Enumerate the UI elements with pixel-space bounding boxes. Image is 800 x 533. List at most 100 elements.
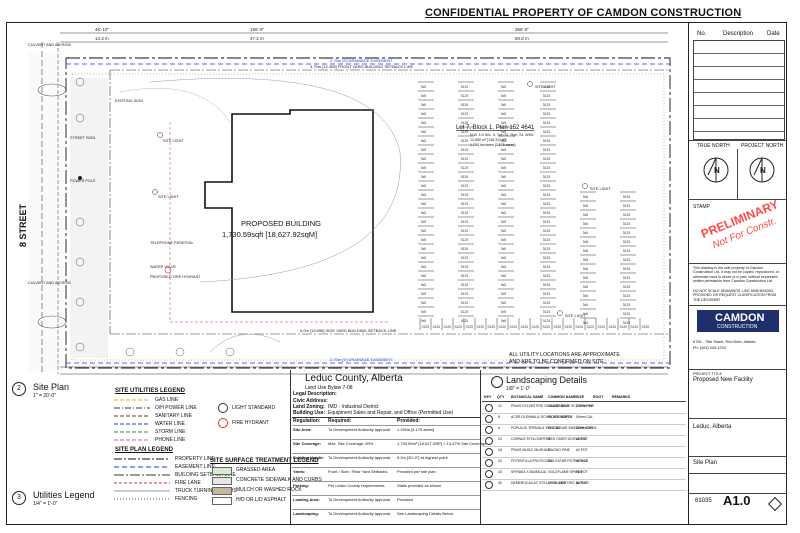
parking-stall-label: 5125 — [543, 247, 550, 251]
leduc-cell: To Development Authority approval — [328, 497, 391, 502]
label-site-light-4: SITE LIGHT — [590, 187, 611, 191]
parking-stall-label: 5125 — [461, 265, 468, 269]
parking-stall-label: 5x5 — [421, 85, 426, 89]
parking-stall-label: 5x5 — [421, 292, 426, 296]
site-plan-scale: 1" = 20'-0" — [33, 393, 56, 399]
landscape-cell: 6 — [498, 426, 500, 430]
landscape-cell: POPULUS TREMULA 'ERECTA' — [511, 426, 560, 430]
parking-stall-label: S125 — [631, 325, 639, 329]
parking-stall-label: 5125 — [461, 220, 468, 224]
leduc-cell: Site Area: — [293, 427, 312, 432]
surface-mulch: MULCH OR WASHED ROCK — [236, 487, 302, 493]
parking-stall-label: 5x5 — [583, 213, 588, 217]
parking-stall-label: S125 — [565, 325, 573, 329]
parking-stall-label: S125 — [576, 325, 584, 329]
landscape-cell: POTENTILLA FRUTICOSA — [511, 459, 553, 463]
parking-stall-label: 5125 — [623, 231, 630, 235]
landscape-header-cell: SIZE — [576, 395, 584, 399]
parking-stall-label: 5125 — [543, 112, 550, 116]
divider-right — [480, 370, 481, 524]
utility-item-gas: GAS LINE — [155, 397, 179, 403]
parking-stall-label: 5125 — [623, 213, 630, 217]
parking-stall-label: 5x5 — [501, 265, 506, 269]
rev-date-header: Date — [767, 31, 780, 37]
parking-stall-label: 5125 — [623, 276, 630, 280]
leduc-cell: Provided — [397, 497, 413, 502]
landscape-row-rule — [482, 424, 686, 425]
svg-text:N: N — [760, 166, 766, 175]
grass-swatch — [212, 467, 232, 475]
divider-left — [290, 370, 291, 524]
light-standard-icon — [218, 403, 228, 413]
scale-notice: DO NOT SCALE DRAWINGS. USE DIMENSIONS PR… — [693, 289, 777, 302]
utility-item-storm: STORM LINE — [155, 429, 186, 435]
parking-stall-label: 5x5 — [501, 319, 506, 323]
label-culvert-2: CULVERT AND 6M ROW — [28, 281, 71, 285]
plant-symbol-icon — [485, 404, 493, 412]
leduc-cell: Front / Side / Rear Yard Setbacks — [328, 469, 388, 474]
parking-stall-label: 5125 — [623, 312, 630, 316]
parking-stall-label: 5x5 — [421, 166, 426, 170]
parking-stall-label: 5x5 — [501, 283, 506, 287]
fire-hydrant-label: FIRE HYDRANT — [232, 420, 269, 426]
asphalt-swatch — [212, 497, 232, 505]
drawing-frame — [6, 22, 787, 525]
parking-stall-label: 5125 — [461, 238, 468, 242]
parking-stall-label: 5x5 — [421, 94, 426, 98]
parking-stall-label: 5x5 — [421, 130, 426, 134]
parking-stall-label: 5x5 — [421, 121, 426, 125]
leduc-cell: 9.2m [30'-0"] at highest point — [397, 455, 448, 460]
parking-stall-label: 5125 — [623, 249, 630, 253]
parking-stall-label: 5x5 — [421, 103, 426, 107]
parking-stall-label: 5125 — [543, 220, 550, 224]
parking-stall-label: 5x5 — [501, 139, 506, 143]
building-area: 1,730.59sqft [18,627.92sqM] — [222, 230, 317, 239]
landscape-header-cell: ROOT — [593, 395, 604, 399]
utilities-legend-scale: 1/4" = 1'-0" — [33, 501, 58, 507]
parking-stall-label: 5125 — [543, 121, 550, 125]
leduc-cell: To Development Authority approval — [328, 427, 391, 432]
leduc-cell: Provided per site plan — [397, 469, 436, 474]
parking-stall-label: 5x5 — [583, 195, 588, 199]
parking-stall-label: 5125 — [543, 265, 550, 269]
sheet-number: A1.0 — [723, 493, 751, 508]
lot-sub2: 12,850 m² [138,314 ft²] — [470, 138, 506, 142]
plant-symbol-icon — [485, 415, 493, 423]
parking-stall-label: S125 — [598, 325, 606, 329]
svg-text:155'-0": 155'-0" — [250, 27, 264, 32]
rev-description-header: Description — [723, 31, 754, 37]
copyright-notice: This drawing is the sole property of Cam… — [693, 266, 779, 284]
fire-hydrant-icon — [218, 418, 228, 428]
parking-stall-label: 5125 — [461, 148, 468, 152]
parking-stall-label: 5125 — [623, 294, 630, 298]
leduc-cell: Max. Site Coverage: 80% — [328, 441, 374, 446]
parking-stall-label: S125 — [532, 325, 540, 329]
parking-stall-label: 5x5 — [501, 301, 506, 305]
parking-stall-label: 5125 — [461, 202, 468, 206]
landscape-cell: 50mm CAL — [576, 426, 593, 430]
parking-stall-label: 5x5 — [501, 238, 506, 242]
leduc-table-rule — [292, 417, 480, 418]
revision-diamond-icon — [767, 496, 783, 512]
building-title: PROPOSED BUILDING — [241, 219, 321, 228]
company-phone: Ph: (403) 343-1233 — [693, 346, 726, 350]
leduc-cell: Loading Area: — [293, 497, 320, 502]
svg-text:46'-10": 46'-10" — [95, 27, 109, 32]
utilities-legend-heading: SITE UTILITIES LEGEND — [115, 388, 186, 394]
parking-stall-label: 5125 — [461, 85, 468, 89]
parking-stall-label: 5x5 — [421, 184, 426, 188]
legend-property-line: PROPERTY LINE — [175, 456, 215, 462]
utility-item-water: WATER LINE — [155, 421, 186, 427]
surface-legend-heading: SITE SURFACE TREATMENT LEGEND — [210, 458, 319, 464]
parking-stall-label: 5125 — [461, 229, 468, 233]
parking-stall-label: 5125 — [461, 301, 468, 305]
leduc-header-provided: Provided: — [397, 418, 421, 424]
rev-no-header: No. — [697, 31, 707, 37]
parking-stall-label: 5x5 — [421, 175, 426, 179]
landscape-cell: #2 POT — [576, 437, 588, 441]
svg-text:265'-0": 265'-0" — [515, 27, 529, 32]
utility-line-swatches — [114, 399, 150, 441]
parking-stall-label: 5125 — [543, 139, 550, 143]
utilities-legend-title: Utilities Legend — [33, 490, 95, 500]
